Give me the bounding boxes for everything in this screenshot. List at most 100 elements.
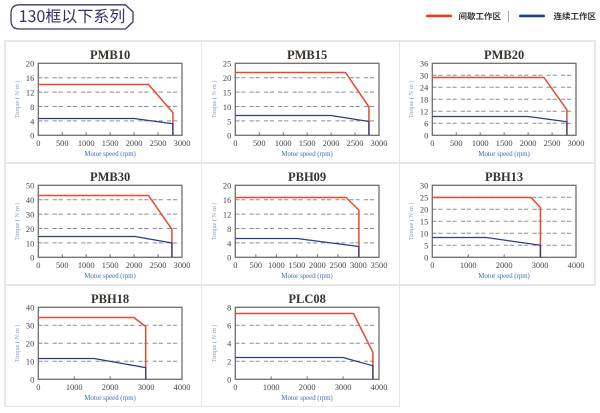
svg-text:Motor speed (rpm): Motor speed (rpm) — [84, 273, 135, 280]
svg-text:3500: 3500 — [371, 261, 388, 270]
svg-text:500: 500 — [56, 139, 69, 148]
svg-text:Motor speed (rpm): Motor speed (rpm) — [281, 273, 332, 280]
svg-text:25: 25 — [420, 194, 428, 203]
svg-text:0: 0 — [36, 139, 40, 148]
svg-text:2000: 2000 — [520, 139, 537, 148]
svg-text:500: 500 — [250, 261, 263, 270]
svg-text:24: 24 — [420, 84, 429, 93]
svg-text:PBH18: PBH18 — [91, 292, 129, 306]
svg-text:15: 15 — [223, 89, 231, 98]
svg-text:Torque ( N·m ): Torque ( N·m ) — [211, 81, 218, 119]
svg-text:20: 20 — [26, 60, 34, 69]
svg-text:Torque ( N·m ): Torque ( N·m ) — [14, 81, 21, 119]
svg-text:PMB20: PMB20 — [484, 48, 524, 62]
svg-text:30: 30 — [26, 211, 34, 220]
svg-text:20: 20 — [223, 182, 231, 191]
svg-text:PMB30: PMB30 — [90, 170, 130, 184]
svg-text:20: 20 — [26, 340, 34, 349]
svg-text:0: 0 — [36, 383, 40, 392]
svg-text:3000: 3000 — [174, 261, 191, 270]
svg-text:2000: 2000 — [126, 261, 143, 270]
svg-text:0: 0 — [227, 254, 231, 263]
svg-text:0: 0 — [36, 261, 40, 270]
svg-text:2500: 2500 — [150, 139, 167, 148]
svg-text:500: 500 — [450, 139, 463, 148]
svg-text:0: 0 — [424, 132, 428, 141]
svg-text:3000: 3000 — [371, 139, 388, 148]
svg-text:PMB10: PMB10 — [90, 48, 130, 62]
svg-text:3000: 3000 — [568, 139, 585, 148]
svg-text:Torque ( N·m ): Torque ( N·m ) — [14, 203, 21, 241]
svg-text:PMB15: PMB15 — [287, 48, 327, 62]
svg-text:1000: 1000 — [472, 139, 489, 148]
svg-text:20: 20 — [223, 74, 231, 83]
svg-text:2500: 2500 — [544, 139, 561, 148]
svg-text:Motor speed (rpm): Motor speed (rpm) — [84, 151, 135, 158]
svg-text:0: 0 — [424, 254, 428, 263]
svg-text:3000: 3000 — [532, 261, 549, 270]
svg-text:3000: 3000 — [174, 139, 191, 148]
svg-text:500: 500 — [253, 139, 266, 148]
svg-text:4: 4 — [227, 239, 232, 248]
svg-text:12: 12 — [223, 211, 231, 220]
svg-text:16: 16 — [26, 74, 34, 83]
svg-text:4000: 4000 — [371, 383, 388, 392]
svg-text:1000: 1000 — [78, 261, 95, 270]
svg-text:18: 18 — [420, 96, 428, 105]
svg-text:0: 0 — [30, 132, 34, 141]
svg-text:1500: 1500 — [299, 139, 316, 148]
svg-text:1000: 1000 — [275, 139, 292, 148]
svg-text:0: 0 — [30, 376, 34, 385]
svg-text:30: 30 — [420, 72, 428, 81]
svg-text:2000: 2000 — [102, 383, 119, 392]
svg-text:0: 0 — [430, 139, 434, 148]
svg-text:30: 30 — [420, 182, 428, 191]
svg-text:50: 50 — [26, 182, 34, 191]
svg-text:4000: 4000 — [174, 383, 191, 392]
svg-text:1500: 1500 — [289, 261, 306, 270]
svg-text:8: 8 — [227, 304, 231, 313]
svg-text:20: 20 — [420, 206, 428, 215]
svg-text:Torque ( N·m ): Torque ( N·m ) — [408, 81, 415, 119]
svg-text:25: 25 — [223, 60, 231, 69]
svg-text:10: 10 — [420, 230, 428, 239]
svg-text:8: 8 — [227, 225, 231, 234]
svg-text:0: 0 — [430, 261, 434, 270]
svg-text:2000: 2000 — [496, 261, 513, 270]
svg-text:2000: 2000 — [299, 383, 316, 392]
svg-text:15: 15 — [420, 218, 428, 227]
svg-text:0: 0 — [227, 376, 231, 385]
svg-text:1000: 1000 — [268, 261, 285, 270]
svg-text:10: 10 — [223, 103, 231, 112]
svg-text:2000: 2000 — [126, 139, 143, 148]
svg-text:500: 500 — [56, 261, 69, 270]
svg-text:Motor speed (rpm): Motor speed (rpm) — [84, 395, 135, 402]
svg-text:Motor speed (rpm): Motor speed (rpm) — [281, 151, 332, 158]
svg-text:1500: 1500 — [102, 261, 119, 270]
svg-text:16: 16 — [223, 196, 231, 205]
svg-text:1500: 1500 — [496, 139, 513, 148]
svg-text:1000: 1000 — [78, 139, 95, 148]
svg-text:Torque ( N·m ): Torque ( N·m ) — [211, 203, 218, 241]
svg-text:6: 6 — [424, 120, 428, 129]
svg-text:40: 40 — [26, 196, 34, 205]
svg-text:Torque ( N·m ): Torque ( N·m ) — [211, 325, 218, 363]
svg-text:PBH13: PBH13 — [485, 170, 523, 184]
svg-text:4: 4 — [30, 117, 35, 126]
svg-text:PLC08: PLC08 — [288, 292, 326, 306]
svg-text:2500: 2500 — [330, 261, 347, 270]
svg-text:20: 20 — [26, 225, 34, 234]
svg-text:2500: 2500 — [150, 261, 167, 270]
svg-text:1000: 1000 — [263, 383, 280, 392]
svg-text:36: 36 — [420, 60, 428, 69]
svg-text:0: 0 — [30, 254, 34, 263]
svg-text:2000: 2000 — [309, 261, 326, 270]
svg-text:2500: 2500 — [347, 139, 364, 148]
svg-text:12: 12 — [26, 89, 34, 98]
svg-text:0: 0 — [233, 261, 237, 270]
svg-text:10: 10 — [26, 358, 34, 367]
svg-text:40: 40 — [26, 304, 34, 313]
svg-text:0: 0 — [233, 383, 237, 392]
svg-text:10: 10 — [26, 239, 34, 248]
svg-text:1000: 1000 — [66, 383, 83, 392]
